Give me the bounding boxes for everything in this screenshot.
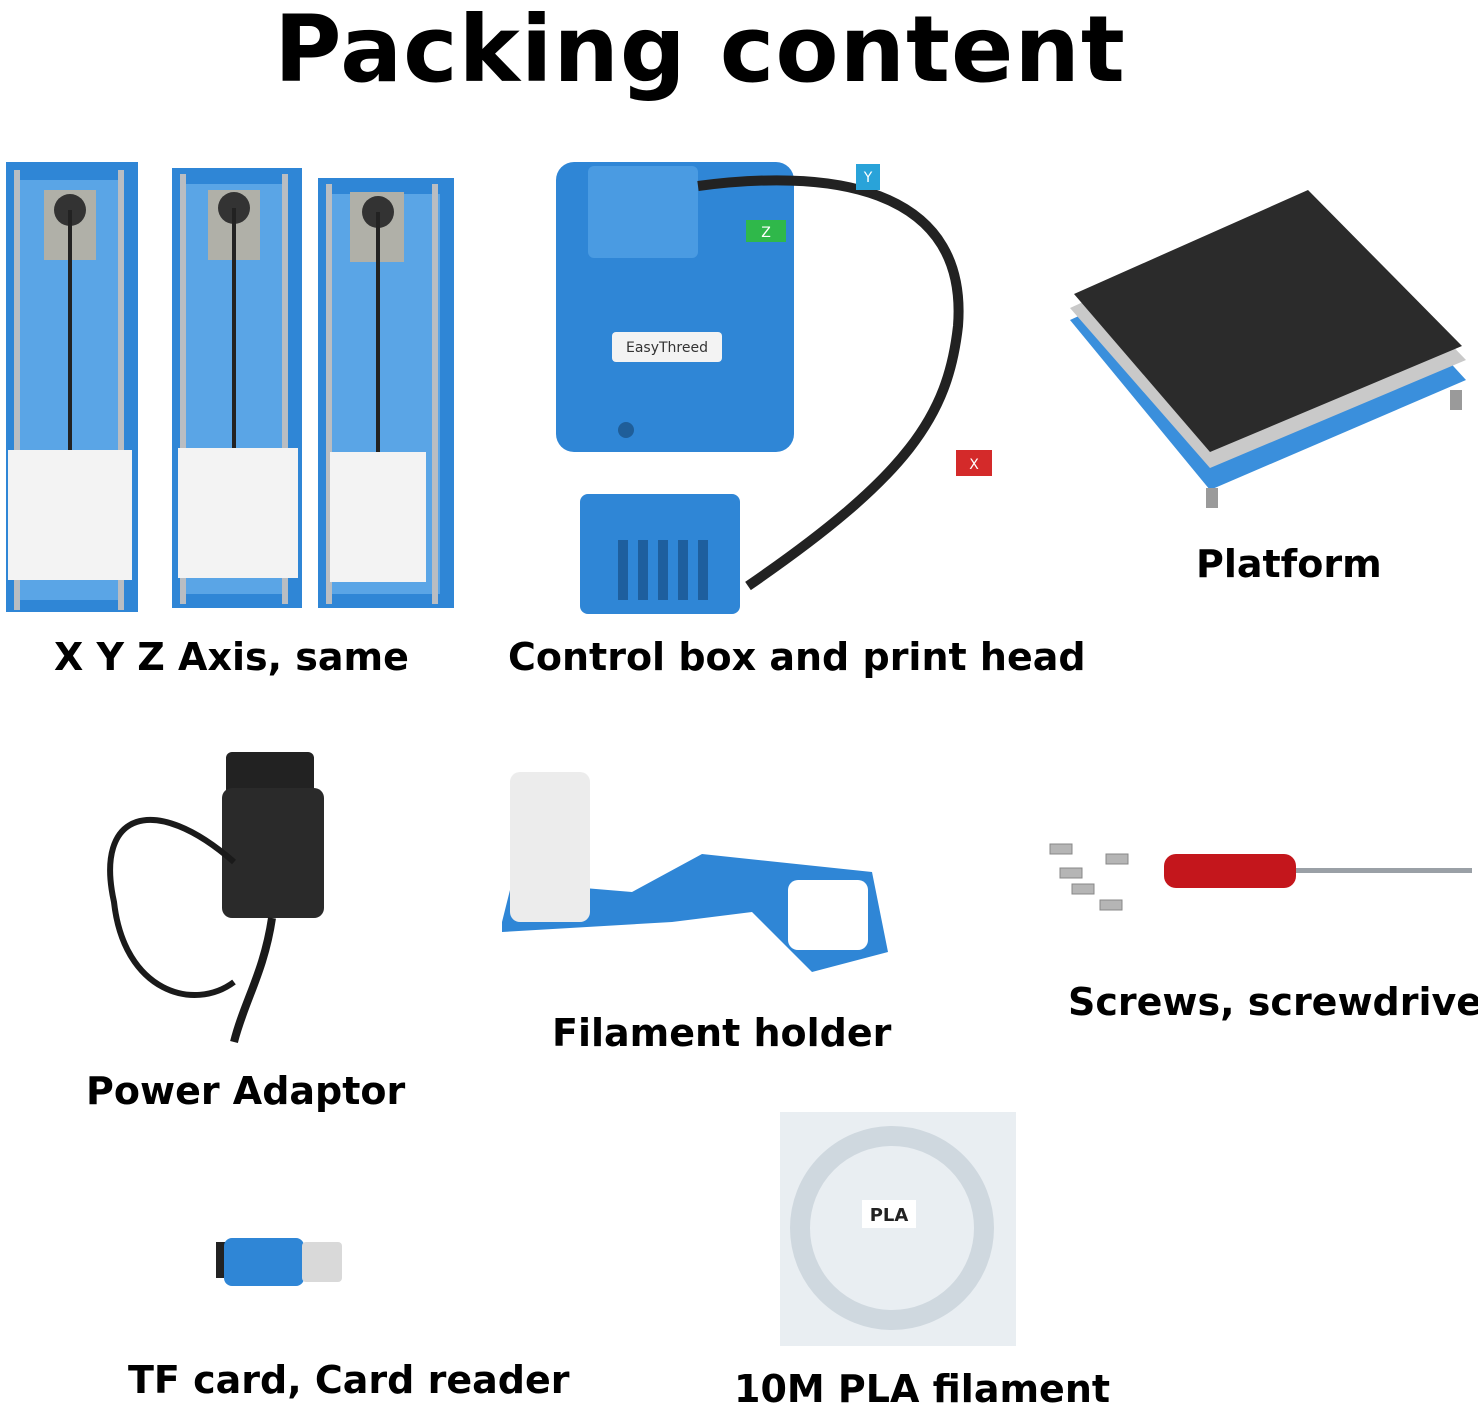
connector-tag-z: Z [761,225,771,241]
pla-filament-image: PLA [780,1112,1016,1346]
card-reader-label: TF card, Card reader [128,1358,570,1402]
power-adaptor-label: Power Adaptor [86,1069,406,1113]
page-title: Packing content [274,0,1126,103]
axis-module [6,162,138,612]
filament-tag: PLA [870,1205,909,1226]
brand-text: EasyThreed [626,340,708,356]
connector-tag-x: X [969,457,979,473]
card-reader-image [216,1238,342,1286]
power-adaptor-image [107,752,324,1043]
pla-filament-label: 10M PLA filament [734,1367,1111,1411]
xyz-axis-image [6,162,454,612]
control-box-image: EasyThreed Y Z X [556,162,992,614]
platform-image [1070,190,1466,508]
filament-holder-label: Filament holder [552,1011,892,1055]
axis-module [318,178,454,608]
platform-label: Platform [1196,542,1382,586]
filament-holder-image [502,772,888,972]
control-box-label: Control box and print head [508,635,1086,679]
axis-module [172,168,302,608]
screws-screwdriver-image [1049,843,1472,911]
xyz-axis-label: X Y Z Axis, same [54,635,409,679]
connector-tag-y: Y [863,170,873,186]
screws-screwdriver-label: Screws, screwdriver [1068,980,1478,1024]
